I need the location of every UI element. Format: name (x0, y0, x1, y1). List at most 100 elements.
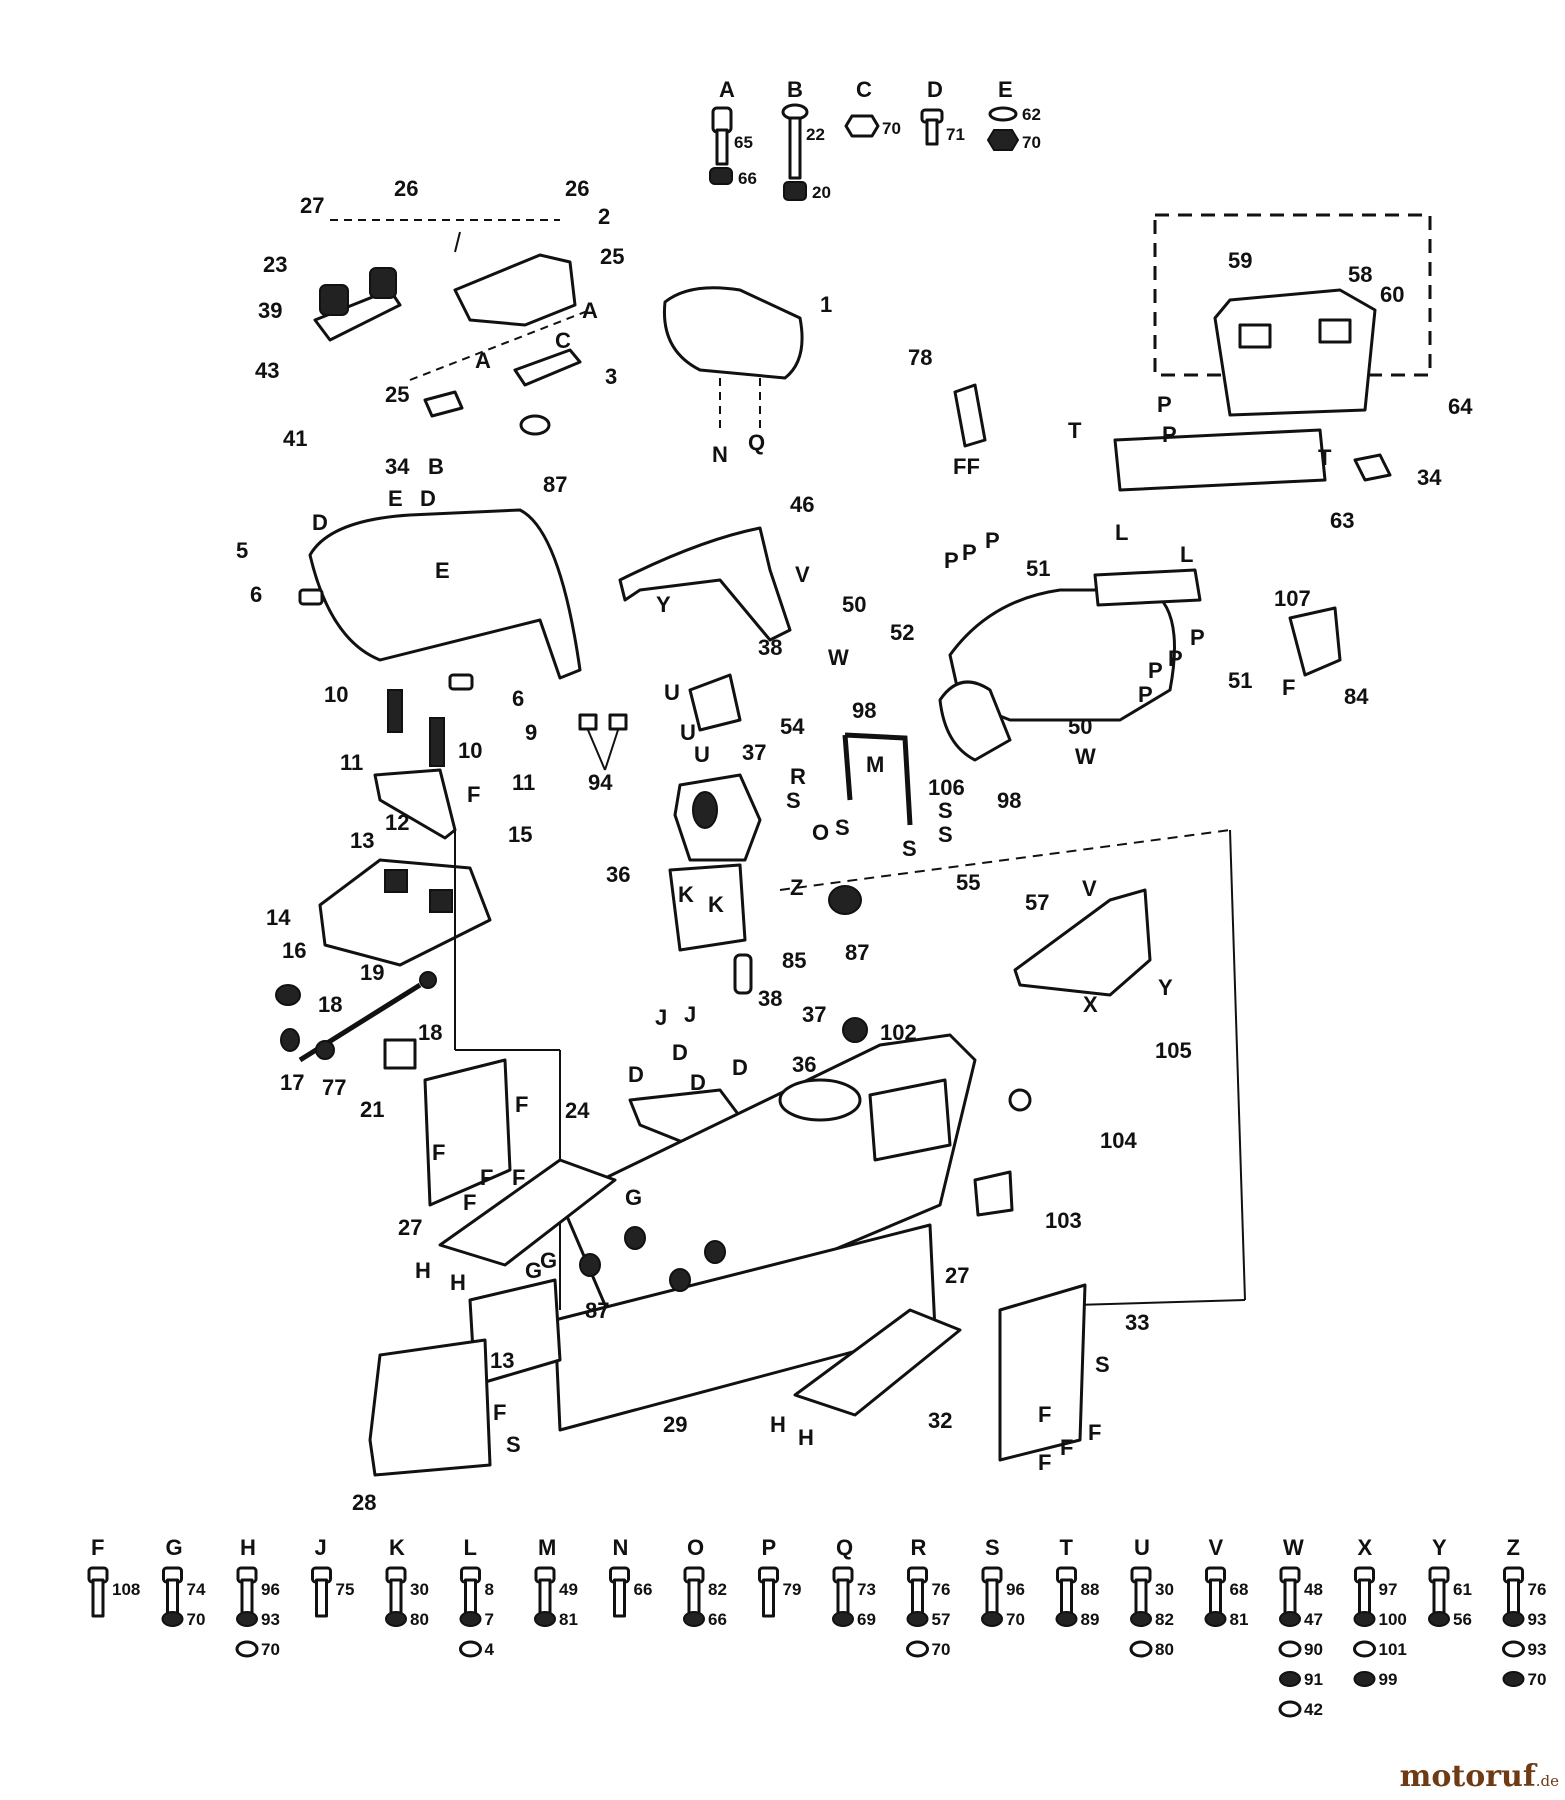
clip-part (519, 414, 551, 436)
callout-5: 5 (236, 538, 248, 563)
ref-H: H (770, 1412, 786, 1437)
washer-icon (988, 106, 1018, 122)
bolt-shank-icon (240, 1578, 254, 1618)
foot-pad-part (438, 1158, 617, 1267)
bolt-shank-icon (1209, 1578, 1222, 1618)
washer-nut-icon (1279, 1611, 1301, 1627)
callout-98: 98 (997, 788, 1021, 813)
bolt-shank-icon (911, 1578, 924, 1618)
bolt-shank-icon (1283, 1578, 1297, 1618)
front-plate-part (368, 1338, 492, 1477)
pin-part (733, 953, 753, 995)
ref-P: P (1138, 682, 1153, 707)
hw-part-F-1: 108 (112, 1580, 140, 1599)
callout-106: 106 (928, 775, 965, 800)
callout-50: 50 (1068, 714, 1092, 739)
ref-L: L (1115, 520, 1128, 545)
callout-33: 33 (1125, 1310, 1149, 1335)
hw-part-H-2: 93 (261, 1610, 280, 1629)
washer-nut-icon (385, 1611, 407, 1627)
callout-24: 24 (565, 1098, 590, 1123)
nut-icon (709, 167, 733, 185)
washer-nut-icon (1129, 1640, 1153, 1658)
bolt-shank-icon (762, 1578, 775, 1618)
hw-part-O-2: 66 (708, 1610, 727, 1629)
hw-part-M-2: 81 (559, 1610, 578, 1629)
hw-part-B-1: 22 (806, 125, 825, 144)
ref-L: L (1180, 542, 1193, 567)
callout-19: 19 (360, 960, 384, 985)
callout-107: 107 (1274, 586, 1311, 611)
callout-40: 36 (606, 862, 630, 887)
ref-E: E (388, 486, 403, 511)
ref-A: A (475, 348, 491, 373)
callout-31: 29 (663, 1412, 687, 1437)
hw-part-W-4: 91 (1304, 1670, 1323, 1689)
ref-P: P (1157, 392, 1172, 417)
bolt-shank-icon (985, 1578, 999, 1618)
hw-letter-N: N (613, 1535, 629, 1560)
hw-part-W-5: 42 (1304, 1700, 1323, 1719)
hw-part-N-1: 66 (634, 1580, 653, 1599)
hw-letter-D: D (927, 77, 943, 102)
ref-P: P (944, 548, 959, 573)
ref-S: S (506, 1432, 521, 1457)
hw-part-K-1: 30 (410, 1580, 429, 1599)
ref-Y: Y (656, 592, 671, 617)
callout-55: 55 (956, 870, 980, 895)
ref-V: V (1082, 876, 1097, 901)
callout-26: 26 (394, 176, 418, 201)
hw-part-T-2: 89 (1081, 1610, 1100, 1629)
hw-letter-U: U (1134, 1535, 1150, 1560)
ref-T: T (1318, 445, 1332, 470)
hw-part-E-2: 70 (1022, 133, 1041, 152)
ref-M: M (866, 752, 884, 777)
hw-part-Z-1: 76 (1528, 1580, 1547, 1599)
hw-letter-M: M (538, 1535, 556, 1560)
ref-F: F (515, 1092, 528, 1117)
callout-51: 51 (1228, 668, 1252, 693)
ref-F: F (467, 782, 480, 807)
callout-34: 34 (1417, 465, 1442, 490)
ref-V: V (795, 562, 810, 587)
callout-1: 1 (820, 292, 832, 317)
hw-letter-W: W (1283, 1535, 1304, 1560)
callout-39: 39 (258, 298, 282, 323)
ref-F: F (1060, 1435, 1073, 1460)
optional-kit-boundary (1153, 213, 1432, 377)
knob-part (275, 984, 301, 1006)
bolt-shank-icon (1134, 1578, 1148, 1618)
latch-bracket-part (953, 383, 987, 448)
callout-52: 52 (890, 620, 914, 645)
bracket-part (688, 673, 742, 732)
callout-27: 27 (945, 1263, 969, 1288)
washer-nut-icon (906, 1611, 929, 1627)
hw-part-S-1: 96 (1006, 1580, 1025, 1599)
callout-84: 84 (1344, 684, 1369, 709)
bolt-shank-icon (91, 1578, 105, 1618)
callout-14: 14 (266, 905, 291, 930)
callout-6: 6 (512, 686, 524, 711)
control-housing-part (318, 858, 492, 967)
callout-32: 32 (928, 1408, 952, 1433)
bushing-part (828, 885, 862, 915)
ref-F: F (463, 1190, 476, 1215)
ref-Z: Z (790, 875, 803, 900)
hw-letter-X: X (1358, 1535, 1373, 1560)
bracket-part (373, 768, 457, 840)
callout-85: 85 (782, 948, 806, 973)
callout-2: 2 (598, 204, 610, 229)
bolt-icon (711, 106, 733, 134)
ref-W: W (1075, 744, 1096, 769)
hw-part-D-1: 71 (946, 125, 965, 144)
pivot-bracket-part (313, 288, 402, 342)
callout-77: 77 (322, 1075, 346, 1100)
hw-part-U-3: 80 (1155, 1640, 1174, 1659)
bushing-part (669, 1268, 691, 1292)
washer-nut-icon (1278, 1700, 1302, 1718)
plate-part (383, 1038, 417, 1070)
hw-part-R-2: 57 (932, 1610, 951, 1629)
hardware-legend-top: A 65 66 B 22 20 C 70 D 71 E 62 70 (709, 77, 1041, 202)
dash-panel-part (308, 508, 582, 680)
ref-F: F (1038, 1450, 1051, 1475)
